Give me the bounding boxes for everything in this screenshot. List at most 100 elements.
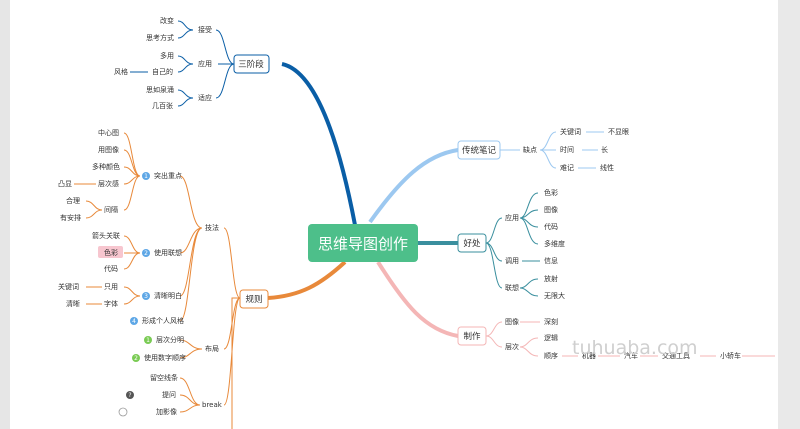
ben-call[interactable]: 调用 [505,256,519,265]
make-vehicle[interactable]: 交通工具 [662,351,690,360]
ben-image[interactable]: 图像 [544,205,558,214]
ben-info[interactable]: 信息 [544,256,558,265]
rules-levels[interactable]: 层次分明 [156,335,184,344]
ben-infinite[interactable]: 无限大 [544,291,565,300]
make-image[interactable]: 图像 [505,317,519,326]
node-traditional-box[interactable] [457,140,501,160]
stages-style[interactable]: 风格 [114,67,128,76]
left-scroll-gutter [0,0,10,429]
trad-drawbacks[interactable]: 缺点 [523,145,537,154]
rules-spacing[interactable]: 间隔 [104,205,118,214]
stages-few-hundred[interactable]: 几百张 [152,101,173,110]
rules-hier[interactable]: 层次感 [98,179,119,188]
ben-code[interactable]: 代码 [544,222,558,231]
center-node-box[interactable] [308,224,418,262]
rules-link-highlight [123,132,141,211]
branch-line-making [376,260,459,338]
node-stages-box[interactable] [233,54,270,74]
rules-assoc[interactable]: 使用联想 [154,248,182,257]
rules-numbers[interactable]: 使用数字顺序 [144,353,186,362]
watermark: tuhuaba.com [572,337,698,359]
rules-color[interactable]: 色彩 [104,248,118,257]
badge-g2-numbers [132,354,140,362]
center-node[interactable]: 思维导图创作 [318,235,408,253]
node-benefits-box[interactable] [457,233,487,253]
rules-clear[interactable]: 清晰明白 [154,291,182,300]
rules-font[interactable]: 字体 [104,299,118,308]
rules-code[interactable]: 代码 [104,264,118,273]
rules-link-assoc [123,235,141,270]
rules-neat[interactable]: 清晰 [66,299,80,308]
trad-time[interactable]: 时间 [560,145,574,154]
rules-break[interactable]: break [202,401,223,409]
node-making-box[interactable] [457,326,487,346]
trad-keyword[interactable]: 关键词 [560,127,581,136]
make-car[interactable]: 汽车 [624,351,638,360]
node-making[interactable]: 制作 [463,331,481,342]
rules-kw[interactable]: 关键词 [58,282,79,291]
stages-link-adapt [177,89,194,107]
make-link-level [519,337,539,357]
rules-bump[interactable]: 凸显 [58,180,72,188]
trad-memory[interactable]: 难记 [560,163,574,172]
rules-center-img[interactable]: 中心图 [98,128,119,137]
badge-2-assoc [142,249,150,257]
make-deep[interactable]: 深刻 [544,317,558,326]
node-rules-box[interactable] [239,289,269,309]
stages-accept[interactable]: 接受 [198,25,212,34]
stages-adapt[interactable]: 适应 [198,93,212,102]
node-rules[interactable]: 规则 [245,294,262,305]
stages-thinking[interactable]: 思考方式 [146,33,174,42]
badge-g2-label: 2 [134,355,138,362]
rules-personal[interactable]: 形成个人风格 [142,316,184,325]
stages-apply[interactable]: 应用 [198,59,212,68]
trad-inconspicuous[interactable]: 不显眼 [608,128,629,136]
ben-color[interactable]: 色彩 [544,188,558,197]
ben-apply[interactable]: 应用 [505,213,519,222]
badge-3-label: 3 [144,293,148,300]
ben-assoc[interactable]: 联想 [505,283,519,292]
node-traditional[interactable]: 传统笔记 [462,145,497,156]
stages-change[interactable]: 改变 [160,16,174,25]
make-transport[interactable]: 机器 [582,351,596,360]
rules-question[interactable]: 提问 [162,390,176,399]
rules-link-clear-leaves [86,286,102,305]
stages-think-clear[interactable]: 思如泉涌 [146,85,174,94]
make-toy-car[interactable]: 小轿车 [720,351,741,360]
rules-add-img[interactable]: 加影像 [156,407,177,416]
right-scroll-gutter [778,0,800,429]
trad-link-drawbacks [539,131,557,169]
make-level[interactable]: 层次 [505,342,519,351]
badge-4-label: 4 [132,318,136,325]
ben-link-main [485,217,503,289]
trad-long[interactable]: 长 [601,145,608,154]
badge-3-clear [142,292,150,300]
stages-use-more[interactable]: 多用 [160,51,174,60]
rules-color-highlight [98,246,123,258]
ben-multi[interactable]: 多维度 [544,239,565,248]
smiley-icon [118,407,128,417]
rules-proper[interactable]: 合理 [66,196,80,205]
rules-only[interactable]: 只用 [104,283,118,291]
stages-own[interactable]: 自己的 [152,67,173,76]
ben-radiate[interactable]: 放射 [544,274,558,283]
rules-highlight[interactable]: 突出重点 [154,171,182,180]
rules-colors[interactable]: 多种颜色 [92,162,120,171]
branch-line-stages [281,62,357,226]
node-benefits[interactable]: 好处 [463,238,481,249]
node-stages[interactable]: 三阶段 [238,59,264,70]
rules-blank[interactable]: 留空线条 [150,373,178,382]
make-order[interactable]: 顺序 [544,351,558,360]
badge-2-label: 2 [144,250,148,257]
question-icon [126,391,134,399]
make-logic[interactable]: 逻辑 [544,333,558,342]
rules-arrow[interactable]: 箭头关联 [92,231,120,240]
trad-linear[interactable]: 线性 [600,163,614,172]
rules-layout[interactable]: 布局 [205,344,219,353]
rules-technique[interactable]: 技法 [205,223,219,232]
rules-use-img[interactable]: 用图像 [98,145,119,154]
rules-link-layout [179,339,203,359]
rules-arranged[interactable]: 有安排 [60,213,81,222]
